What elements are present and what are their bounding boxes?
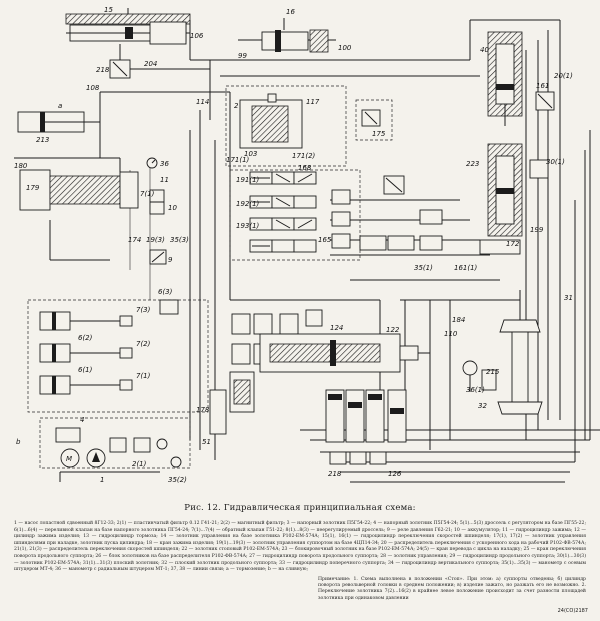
cylinder-161: [487, 31, 555, 126]
label-10: 10: [168, 204, 177, 212]
label-99: 99: [238, 52, 247, 60]
label-31: 31: [564, 294, 573, 302]
label-21: 2(1): [132, 460, 147, 468]
label-193b: 19(3): [146, 236, 165, 244]
label-4: 4: [80, 416, 84, 424]
label-122: 122: [386, 326, 400, 334]
label-36: 36: [160, 160, 169, 168]
label-16: 16: [286, 8, 295, 16]
label-165: 165: [318, 236, 332, 244]
label-7: 7(1): [140, 190, 155, 198]
cylinder-group-6: [27, 299, 209, 413]
label-62: 6(2): [78, 334, 93, 342]
label-100: 100: [338, 44, 352, 52]
label-61: 6(1): [78, 366, 93, 374]
label-108: 108: [86, 84, 100, 92]
chuck-179: [14, 157, 139, 211]
label-218b: 218: [328, 470, 342, 478]
label-204: 204: [144, 60, 157, 68]
label-2: 2: [234, 102, 239, 110]
accumulator-10: [149, 189, 165, 215]
figure-stamp: 24(СО)2187: [557, 608, 588, 614]
label-171: 171(1): [226, 156, 250, 164]
label-192: 192(1): [236, 200, 260, 208]
label-168: 168: [298, 164, 312, 172]
label-103: 103: [244, 150, 257, 158]
label-213: 213: [36, 136, 49, 144]
label-1: 1: [100, 476, 104, 484]
label-218: 218: [96, 66, 110, 74]
label-126: 126: [388, 470, 402, 478]
label-114: 114: [196, 98, 209, 106]
label-203: 20(1): [554, 72, 573, 80]
label-63: 6(3): [158, 288, 173, 296]
label-215: 215: [486, 368, 500, 376]
component-labels: 15 106 16 100 99 218 204 108 213 a 114 1…: [14, 6, 573, 484]
relay-9: [149, 249, 167, 265]
valve-stack: [325, 389, 407, 465]
label-193: 193(1): [236, 222, 260, 230]
label-179: 179: [26, 184, 40, 192]
table-32: [462, 290, 543, 415]
label-35: 35(3): [170, 236, 189, 244]
valve-block-117: [225, 85, 393, 167]
cylinder-15: [65, 8, 191, 45]
label-175: 175: [372, 130, 386, 138]
label-124: 124: [330, 324, 343, 332]
label-172: 172: [506, 240, 520, 248]
distributor-row: [229, 169, 443, 261]
label-72: 7(2): [136, 340, 151, 348]
pump-station: М: [39, 417, 191, 482]
label-40: 40: [480, 46, 489, 54]
cylinder-30: [479, 143, 549, 255]
valve-218: [109, 44, 210, 79]
label-180: 180: [14, 162, 28, 170]
label-36b: 36(1): [466, 386, 485, 394]
label-32: 32: [478, 402, 487, 410]
figure-legend: 1 — насос лопастной сдвоенный 8Г12-33; 2…: [14, 521, 586, 573]
label-161b: 161(1): [454, 264, 478, 272]
label-51: 51: [202, 438, 211, 446]
label-178: 178: [196, 406, 210, 414]
label-11: 11: [160, 176, 169, 184]
label-171b: 171(2): [292, 152, 316, 160]
label-223: 223: [466, 160, 479, 168]
label-71: 7(1): [136, 372, 151, 380]
label-9: 9: [168, 256, 173, 264]
svg-text:М: М: [66, 455, 72, 463]
label-35b: 35(1): [414, 264, 433, 272]
label-352: 35(2): [168, 476, 187, 484]
label-117: 117: [306, 98, 320, 106]
label-106: 106: [190, 32, 204, 40]
figure-notes: Примечание: 1. Схема выполнена в положен…: [318, 577, 586, 601]
label-15: 15: [104, 6, 113, 14]
label-199: 199: [530, 226, 544, 234]
label-b: b: [16, 438, 21, 446]
cylinder-122: [259, 333, 430, 373]
figure-caption: Рис. 12. Гидравлическая принципиальная с…: [184, 503, 416, 513]
hydraulic-schematic: М: [14, 6, 600, 484]
cylinder-16: [238, 18, 336, 53]
label-174: 174: [128, 236, 141, 244]
label-301: 30(1): [546, 158, 565, 166]
label-184: 184: [452, 316, 465, 324]
label-73: 7(3): [136, 306, 151, 314]
mid-valves: [209, 309, 323, 435]
gauge-36: [146, 157, 158, 169]
label-161: 161: [536, 82, 549, 90]
label-191: 191(1): [236, 176, 260, 184]
label-a: a: [58, 102, 62, 110]
label-110: 110: [444, 330, 458, 338]
cylinder-213: [17, 92, 101, 158]
